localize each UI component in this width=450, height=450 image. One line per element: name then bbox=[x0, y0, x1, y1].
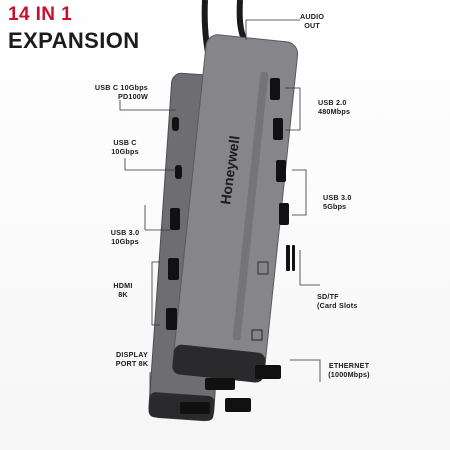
ethernet-port-2 bbox=[225, 398, 251, 412]
usb3-port-2 bbox=[279, 203, 289, 225]
usb2-port-2 bbox=[273, 118, 283, 140]
ethernet-icon bbox=[251, 329, 263, 341]
callout-sdtf bbox=[299, 250, 320, 286]
headline-red: 14 IN 1 bbox=[8, 4, 73, 25]
cable-right bbox=[236, 0, 248, 44]
tf-slot bbox=[292, 245, 295, 271]
left-ports bbox=[166, 117, 182, 330]
callout-hdmi bbox=[151, 261, 160, 326]
callout-usb2 bbox=[285, 87, 301, 131]
sd-icon bbox=[257, 261, 269, 275]
display-port-2 bbox=[180, 402, 210, 414]
sd-slot bbox=[286, 245, 290, 271]
callout-ethernet bbox=[290, 359, 321, 382]
callout-usbc bbox=[124, 158, 176, 171]
ethernet-port-1 bbox=[255, 365, 281, 379]
hdmi-port-2 bbox=[166, 308, 177, 330]
usb3-port-1 bbox=[276, 160, 286, 182]
callout-audio bbox=[245, 19, 300, 40]
usb3-left-port bbox=[170, 208, 180, 230]
card-slots bbox=[286, 245, 295, 271]
label-sdtf: SD/TF(Card Slots bbox=[317, 292, 358, 310]
display-port-connector bbox=[205, 378, 235, 390]
label-ethernet: ETHERNET(1000Mbps) bbox=[328, 361, 370, 379]
callout-usbc-pd bbox=[119, 100, 176, 111]
usbc-pd-port bbox=[172, 117, 179, 131]
callout-lines bbox=[119, 19, 321, 396]
hdmi-port-1 bbox=[168, 258, 179, 280]
callout-display-port bbox=[149, 372, 185, 396]
usb2-port-1 bbox=[270, 78, 280, 100]
headline-black: EXPANSION bbox=[8, 28, 140, 53]
callout-usb3-right bbox=[292, 169, 307, 216]
right-usb-ports bbox=[270, 78, 289, 225]
usbc-port bbox=[175, 165, 182, 179]
